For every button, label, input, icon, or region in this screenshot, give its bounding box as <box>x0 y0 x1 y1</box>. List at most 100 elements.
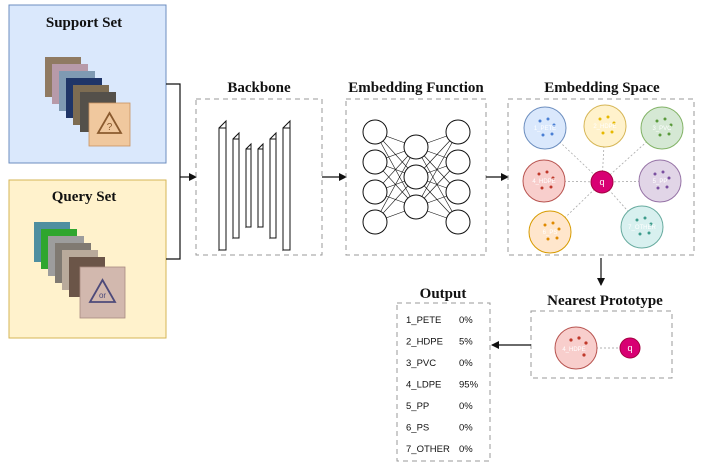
network-node <box>362 209 388 235</box>
cluster-point <box>606 115 610 119</box>
output-probability: 0% <box>459 315 473 326</box>
query-set-panel: Query Set or <box>8 179 167 339</box>
nearest-prototype-cluster <box>554 326 598 370</box>
network-node <box>403 164 429 190</box>
support-set-title: Support Set <box>46 15 122 31</box>
prototype-cluster <box>620 205 664 249</box>
network-node <box>362 149 388 175</box>
backbone-panel: Backbone <box>195 80 323 256</box>
network-edge <box>415 131 459 208</box>
output-class-label: 5_PP <box>406 401 429 412</box>
cluster-point <box>643 216 647 220</box>
network-node <box>403 194 429 220</box>
cluster-point <box>543 223 547 227</box>
network-node <box>445 149 471 175</box>
support-front-image <box>88 102 131 147</box>
input-connector <box>166 83 197 260</box>
cluster-point <box>538 119 542 123</box>
prototype-cluster <box>522 159 566 203</box>
query-point-label: q <box>599 177 604 187</box>
output-probability: 5% <box>459 337 473 348</box>
cluster-point <box>658 133 662 137</box>
cluster-point <box>549 185 553 189</box>
cluster-point <box>545 170 549 174</box>
cluster-point <box>546 237 550 241</box>
nearest-prototype-label: 4_HDPE <box>562 347 585 353</box>
cluster-point <box>649 222 653 226</box>
prototype-cluster <box>523 106 567 150</box>
cluster-point <box>663 117 667 121</box>
cluster-point <box>667 176 671 180</box>
cluster-point <box>584 341 588 345</box>
cluster-point <box>669 123 673 127</box>
output-title: Output <box>420 286 467 302</box>
network-node <box>362 119 388 145</box>
backbone-title: Backbone <box>227 80 291 96</box>
output-probability: 0% <box>459 401 473 412</box>
cluster-point <box>612 121 616 125</box>
query-set-title: Query Set <box>52 189 117 205</box>
cluster-point <box>540 186 544 190</box>
recycle-code-glyph: or <box>99 291 106 300</box>
prototype-cluster-label: 7_OTHER <box>628 225 656 231</box>
cluster-point <box>610 130 614 134</box>
backbone-layer <box>282 127 291 251</box>
backbone-layer <box>269 138 277 239</box>
embedding-space-box <box>507 98 695 256</box>
output-class-label: 2_HDPE <box>406 337 443 348</box>
backbone-layers <box>218 119 291 252</box>
cluster-point <box>665 185 669 189</box>
backbone-layer <box>218 127 227 251</box>
cluster-point <box>653 172 657 176</box>
output-class-label: 7_OTHER <box>406 444 450 455</box>
recycle-code-glyph: ? <box>107 122 113 133</box>
recycle-icon <box>96 111 123 134</box>
cluster-point <box>569 338 573 342</box>
nearest-prototype-panel: Nearest Prototype 4_HDPE q <box>530 293 673 379</box>
support-image-stack: ? <box>45 57 131 147</box>
output-class-label: 4_LDPE <box>406 380 441 391</box>
backbone-layer <box>245 148 252 228</box>
cluster-point <box>537 172 541 176</box>
backbone-box <box>195 98 323 256</box>
prototype-cluster-label: 3_PVC <box>652 126 672 132</box>
prototype-cluster <box>638 159 682 203</box>
cluster-point <box>555 236 559 240</box>
cluster-point <box>577 336 581 340</box>
network-node <box>445 179 471 205</box>
output-box <box>396 302 491 462</box>
network-nodes <box>362 119 471 235</box>
cluster-point <box>647 231 651 235</box>
output-probability: 0% <box>459 423 473 434</box>
query-front-image <box>79 266 126 319</box>
bracket-line <box>166 83 181 260</box>
recycle-icon <box>88 278 117 303</box>
prototype-cluster-label: 6_PS <box>543 230 558 236</box>
embedding-function-title: Embedding Function <box>348 80 484 96</box>
prototype-cluster <box>640 106 684 150</box>
query-point <box>619 337 641 359</box>
network-node <box>445 119 471 145</box>
cluster-point <box>667 132 671 136</box>
output-probability: 95% <box>459 380 479 391</box>
cluster-point <box>635 218 639 222</box>
network-node <box>362 179 388 205</box>
prototype-cluster-label: 4_HDPE <box>532 179 555 185</box>
nearest-prototype-box <box>530 310 673 379</box>
output-class-label: 6_PS <box>406 423 429 434</box>
cluster-point <box>656 186 660 190</box>
prototype-cluster-label: 2_HDPE <box>593 124 616 130</box>
cluster-point <box>550 132 554 136</box>
prototype-cluster <box>583 104 627 148</box>
embedding-function-panel: Embedding Function <box>345 80 487 256</box>
cluster-point <box>541 133 545 137</box>
prototype-cluster-label: 5_PP <box>653 179 668 185</box>
support-set-panel: Support Set ? <box>8 4 167 164</box>
cluster-point <box>582 353 586 357</box>
backbone-layer <box>232 138 240 239</box>
output-class-label: 3_PVC <box>406 358 436 369</box>
